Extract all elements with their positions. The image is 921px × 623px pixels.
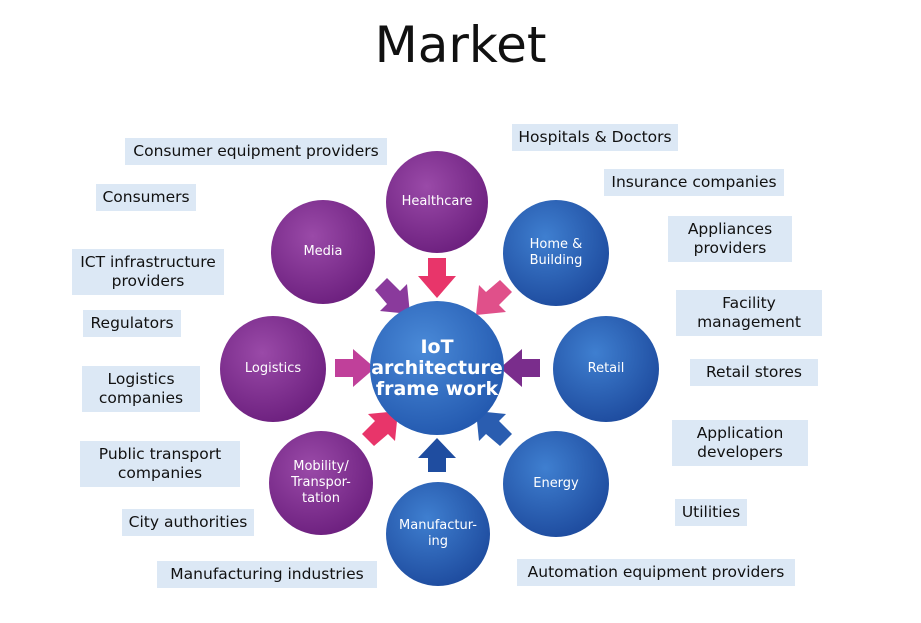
sector-logistics: Logistics [220, 316, 326, 422]
arrow-retail [500, 349, 540, 387]
stakeholder-automation: Automation equipment providers [517, 559, 795, 586]
stakeholder-facility: Facility management [676, 290, 822, 336]
arrow-energy [476, 411, 512, 446]
stakeholder-public-transport: Public transport companies [80, 441, 240, 487]
sector-energy: Energy [503, 431, 609, 537]
stakeholder-ict: ICT infrastructure providers [72, 249, 224, 295]
arrow-logistics [335, 349, 375, 387]
arrow-media [375, 278, 410, 314]
sector-manufacturing: Manufactur- ing [386, 482, 490, 586]
stakeholder-logistics-companies: Logistics companies [82, 366, 200, 412]
stakeholder-appliances: Appliances providers [668, 216, 792, 262]
stakeholder-app-developers: Application developers [672, 420, 808, 466]
arrow-manufacturing [418, 438, 456, 472]
sector-mobility: Mobility/ Transpor- tation [269, 431, 373, 535]
sector-healthcare: Healthcare [386, 151, 488, 253]
stakeholder-manufacturing-industries: Manufacturing industries [157, 561, 377, 588]
center-iot-architecture: IoT architecture frame work [370, 301, 504, 435]
page-title: Market [374, 16, 547, 74]
sector-media: Media [271, 200, 375, 304]
arrow-healthcare [418, 258, 456, 298]
stakeholder-consumer-equipment: Consumer equipment providers [125, 138, 387, 165]
stakeholder-insurance: Insurance companies [604, 169, 784, 196]
arrow-home [476, 280, 512, 315]
stakeholder-retail-stores: Retail stores [690, 359, 818, 386]
sector-retail: Retail [553, 316, 659, 422]
stakeholder-regulators: Regulators [83, 310, 181, 337]
stakeholder-hospitals: Hospitals & Doctors [512, 124, 678, 151]
stakeholder-city-authorities: City authorities [122, 509, 254, 536]
arrow-mobility [362, 411, 398, 446]
stakeholder-utilities: Utilities [675, 499, 747, 526]
sector-home-building: Home & Building [503, 200, 609, 306]
stakeholder-consumers: Consumers [96, 184, 196, 211]
